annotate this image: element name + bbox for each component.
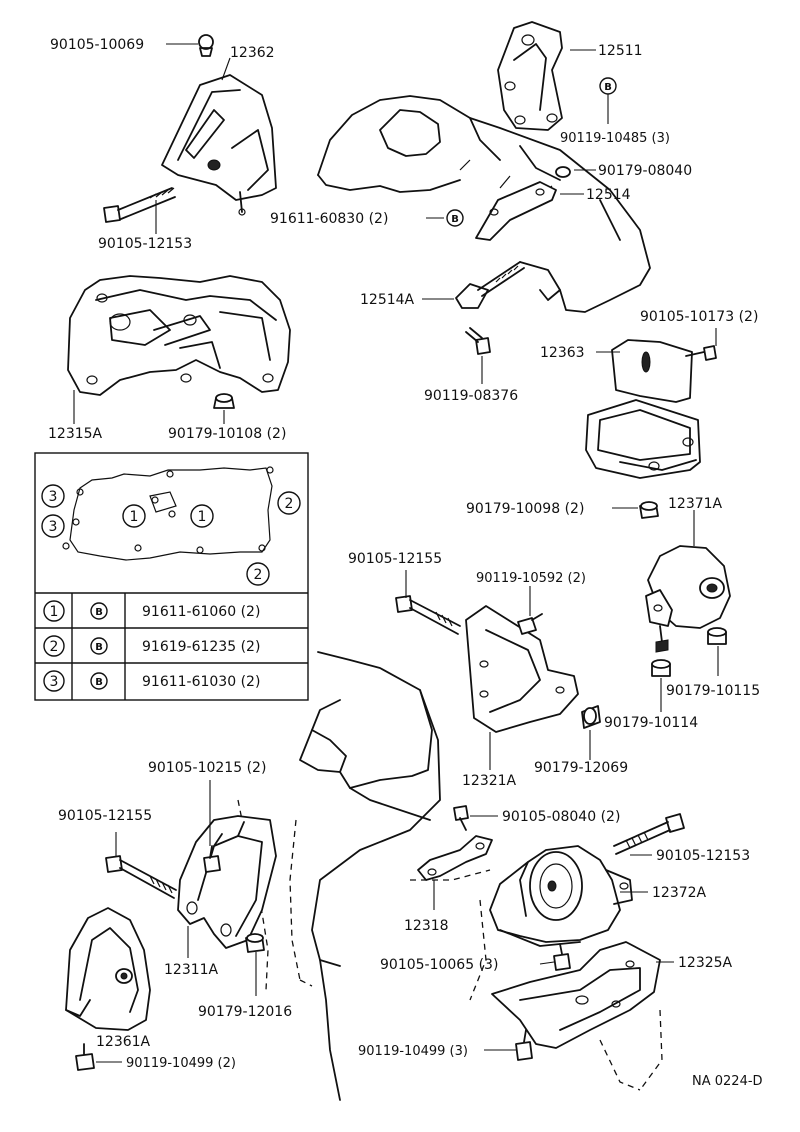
reference-code: NA 0224-D <box>692 1074 763 1089</box>
inset-marker-label: 1 <box>130 509 139 525</box>
label-90105-12155-mid: 90105-12155 <box>348 551 442 567</box>
bolt-90105-10215 <box>203 845 221 873</box>
label-12372A: 12372A <box>652 885 707 901</box>
label-90105-10065: 90105-10065 (3) <box>380 957 498 973</box>
inset-marker-3a <box>41 484 65 508</box>
mount-bracket-12362 <box>161 74 277 216</box>
label-12318: 12318 <box>404 918 449 934</box>
inset-row-num: 3 <box>50 674 59 690</box>
inset-marker-label: 1 <box>198 509 207 525</box>
label-90105-10069: 90105-10069 <box>50 37 144 53</box>
inset-marker-label: 2 <box>285 496 294 512</box>
label-90105-08040: 90105-08040 (2) <box>502 809 620 825</box>
inset-row-num: 1 <box>50 604 59 620</box>
label-90179-08040: 90179-08040 <box>598 163 692 179</box>
label-90119-10592: 90119-10592 (2) <box>476 571 586 586</box>
label-90119-10499-right: 90119-10499 (3) <box>358 1044 468 1059</box>
bolt-90105-10065 <box>553 943 571 971</box>
label-90105-10215: 90105-10215 (2) <box>148 760 266 776</box>
mount-12371A <box>645 545 731 653</box>
label-12514: 12514 <box>586 187 631 203</box>
label-12371A: 12371A <box>668 496 723 512</box>
bracket-12311A <box>177 815 277 949</box>
inset-row-part: 91611-61060 (2) <box>142 604 260 620</box>
mount-12372A <box>489 845 633 947</box>
inset-row-symbol: B <box>95 642 103 653</box>
label-12361A: 12361A <box>96 1034 151 1050</box>
stay-12318 <box>417 835 493 881</box>
inset-marker-3b <box>41 514 65 538</box>
label-91611-60830: 91611-60830 (2) <box>270 211 388 227</box>
bracket-12514 <box>475 181 557 241</box>
bolt-90105-12155-mid <box>395 595 461 635</box>
nut-90179-10115 <box>707 627 727 645</box>
inset-marker-label: 2 <box>254 567 263 583</box>
label-90179-10114: 90179-10114 <box>604 715 698 731</box>
mount-12363 <box>585 339 701 479</box>
bolt-90105-12153-top <box>103 187 176 223</box>
label-90119-10485: 90119-10485 (3) <box>560 131 670 146</box>
label-90105-12153-top: 90105-12153 <box>98 236 192 252</box>
inset-marker-1a <box>122 504 146 528</box>
label-12315A: 12315A <box>48 426 103 442</box>
inset-row-symbol: B <box>95 607 103 618</box>
label-12514A: 12514A <box>360 292 415 308</box>
callout-b-symbol: B <box>604 82 612 93</box>
part-labels: 90105-10069 12362 90105-12153 12315A 901… <box>48 37 763 1089</box>
label-12511: 12511 <box>598 43 643 59</box>
inset-row-part: 91611-61030 (2) <box>142 674 260 690</box>
callout-b-symbol: B <box>451 214 459 225</box>
label-90105-12155-low: 90105-12155 <box>58 808 152 824</box>
bracket-12511 <box>497 21 563 131</box>
label-12325A: 12325A <box>678 955 733 971</box>
nut-90179-10108 <box>213 393 235 409</box>
inset-marker-label: 3 <box>49 519 58 535</box>
label-12311A: 12311A <box>164 962 219 978</box>
inset-marker-2a <box>277 491 301 515</box>
inset-row-symbol: B <box>95 677 103 688</box>
inset-row-part: 91619-61235 (2) <box>142 639 260 655</box>
label-90179-10108: 90179-10108 (2) <box>168 426 286 442</box>
bracket-12514A <box>455 261 525 309</box>
label-90119-08376: 90119-08376 <box>424 388 518 404</box>
leader-lines <box>73 43 719 1063</box>
bolt-90105-12153-low <box>613 813 685 855</box>
label-90105-10173: 90105-10173 (2) <box>640 309 758 325</box>
nut-90179-08040 <box>555 166 571 178</box>
label-90179-12016: 90179-12016 <box>198 1004 292 1020</box>
label-90119-10499-left: 90119-10499 (2) <box>126 1056 236 1071</box>
nut-90179-12069 <box>581 705 601 729</box>
bolt-90105-12155-low <box>105 855 177 899</box>
label-90179-10098: 90179-10098 (2) <box>466 501 584 517</box>
bolt-90119-08376 <box>465 327 491 355</box>
label-12363: 12363 <box>540 345 585 361</box>
inset-marker-label: 3 <box>49 489 58 505</box>
bolt-90105-10173 <box>685 345 717 361</box>
bolt-90119-10499-left <box>75 1043 95 1071</box>
label-90179-12069: 90179-12069 <box>534 760 628 776</box>
callout-b-icon <box>446 209 464 227</box>
timing-cover-12315A <box>67 275 291 396</box>
bolt-90105-10069 <box>198 34 214 57</box>
bolt-90119-10499-right <box>515 1029 533 1061</box>
nut-90179-12016 <box>245 933 265 953</box>
label-90105-12153-low: 90105-12153 <box>656 848 750 864</box>
label-12362: 12362 <box>230 45 275 61</box>
label-12321A: 12321A <box>462 773 517 789</box>
inset-row-num: 2 <box>50 639 59 655</box>
inset-marker-2b <box>246 562 270 586</box>
inset-marker-1b <box>190 504 214 528</box>
nut-90179-10098 <box>639 501 659 519</box>
callout-b-icon <box>599 77 617 95</box>
plate-12325A <box>491 941 661 1049</box>
bolt-90119-10592 <box>517 613 543 635</box>
bolt-90105-08040 <box>453 805 469 831</box>
mount-12361A <box>65 907 151 1031</box>
nut-90179-10114 <box>651 659 671 677</box>
inset-table: 3 3 1 1 2 2 1 B 91611-61060 (2) 2 B 9161… <box>34 452 309 701</box>
engine-outline-top <box>317 95 651 313</box>
label-90179-10115: 90179-10115 <box>666 683 760 699</box>
